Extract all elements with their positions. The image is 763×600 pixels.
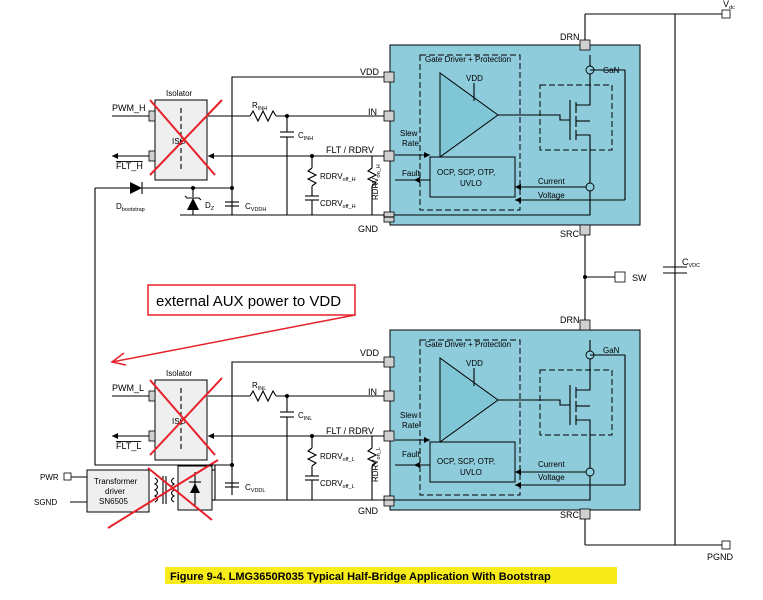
ls-isolator-label: Isolator bbox=[166, 369, 193, 378]
ls-cdrv-off-label: CDRVoff_L bbox=[320, 479, 355, 490]
ls-iso-label: ISO bbox=[172, 417, 186, 426]
ls-pwm-label: PWM_L bbox=[112, 383, 144, 393]
hs-pin-flt: FLT / RDRV bbox=[326, 145, 374, 155]
hs-fault-label: Fault bbox=[402, 169, 421, 178]
pwr-label: PWR bbox=[40, 473, 59, 482]
hs-rin-label: RINH bbox=[252, 101, 267, 112]
hs-dboot-label: Dbootstrap bbox=[116, 202, 145, 213]
callout-text: external AUX power to VDD bbox=[156, 293, 341, 310]
ls-current-label: Current bbox=[538, 460, 565, 469]
hs-pin-drn: DRN bbox=[560, 32, 580, 42]
hs-pin-gnd: GND bbox=[358, 224, 379, 234]
ls-rdrv-off-label: RDRVoff_L bbox=[320, 452, 355, 463]
hs-isolator-label: Isolator bbox=[166, 89, 193, 98]
hs-prot1-label: OCP, SCP, OTP, bbox=[437, 168, 495, 177]
ls-prot2-label: UVLO bbox=[460, 468, 482, 477]
ls-fault-label: Fault bbox=[402, 450, 421, 459]
ls-in-pin bbox=[383, 390, 395, 402]
hs-gan-label: GaN bbox=[603, 66, 620, 75]
ls-isolator-cross bbox=[149, 379, 216, 456]
hs-vdd-inner-label: VDD bbox=[466, 74, 483, 83]
hs-cin-label: CINH bbox=[298, 131, 313, 142]
hs-dz-label: DZ bbox=[205, 201, 215, 212]
ls-src-pin bbox=[579, 508, 591, 520]
ls-flt-pin bbox=[383, 430, 395, 442]
ls-pin-in: IN bbox=[368, 387, 377, 397]
sw-terminal bbox=[614, 271, 626, 283]
hs-pin-vdd: VDD bbox=[360, 67, 380, 77]
hs-in-pin bbox=[383, 110, 395, 122]
ls-vdd-pin bbox=[383, 356, 395, 368]
xfmr-line3: SN6505 bbox=[99, 497, 128, 506]
sgnd-label: SGND bbox=[34, 498, 57, 507]
low-side-device bbox=[389, 329, 641, 511]
transformer-driver bbox=[86, 469, 150, 513]
ls-prot1-label: OCP, SCP, OTP, bbox=[437, 457, 495, 466]
ls-rin-label: RINL bbox=[252, 381, 266, 392]
xfmr-line2: driver bbox=[105, 487, 125, 496]
ls-cvdd-label: CVDDL bbox=[245, 483, 265, 494]
hs-slew-label: Slew bbox=[400, 129, 418, 138]
ls-pin-drn: DRN bbox=[560, 315, 580, 325]
hs-pwm-label: PWM_H bbox=[112, 103, 146, 113]
ls-gate-driver-label: Gate Driver + Protection bbox=[425, 340, 511, 349]
hs-pin-src: SRC bbox=[560, 229, 580, 239]
vdc-label: Vdc bbox=[723, 0, 735, 11]
ls-drn-pin bbox=[579, 319, 591, 331]
hs-isolator-cross bbox=[149, 99, 216, 176]
cvdc-label: CVDC bbox=[682, 257, 700, 269]
hs-gate-driver-label: Gate Driver + Protection bbox=[425, 55, 511, 64]
vdc-terminal bbox=[721, 9, 731, 19]
pgnd-terminal bbox=[721, 540, 731, 550]
hs-drn-pin bbox=[579, 39, 591, 51]
hs-rdrv-on-label: RDRVon_H bbox=[371, 164, 382, 200]
xfmr-line1: Transformer bbox=[94, 477, 138, 486]
ls-pin-gnd: GND bbox=[358, 506, 379, 516]
hs-voltage-label: Voltage bbox=[538, 191, 565, 200]
ls-slew-label: Slew bbox=[400, 411, 418, 420]
hs-cvdd-label: CVDDH bbox=[245, 202, 266, 213]
hs-src-pin bbox=[579, 224, 591, 236]
ls-flt-label: FLT_L bbox=[116, 441, 141, 451]
callout-arrow bbox=[111, 314, 356, 363]
hs-current-label: Current bbox=[538, 177, 565, 186]
callout-box bbox=[147, 284, 356, 316]
hs-prot2-label: UVLO bbox=[460, 179, 482, 188]
hs-rdrv-off-label: RDRVoff_H bbox=[320, 172, 356, 183]
ls-vdd-inner-label: VDD bbox=[466, 359, 483, 368]
figure-caption: Figure 9-4. LMG3650R035 Typical Half-Bri… bbox=[170, 571, 551, 583]
caption-highlight bbox=[165, 567, 617, 584]
hs-flt-label: FLT_H bbox=[116, 161, 143, 171]
ls-voltage-label: Voltage bbox=[538, 473, 565, 482]
hs-rate-label: Rate bbox=[402, 139, 419, 148]
hs-cdrv-off-label: CDRVoff_H bbox=[320, 199, 356, 210]
ls-rate-label: Rate bbox=[402, 421, 419, 430]
pgnd-label: PGND bbox=[707, 552, 734, 562]
ls-gnd-pin bbox=[383, 495, 395, 507]
hs-vdd-pin bbox=[383, 71, 395, 83]
ls-pin-src: SRC bbox=[560, 510, 580, 520]
hs-flt-pin bbox=[383, 150, 395, 162]
ls-gan-label: GaN bbox=[603, 346, 620, 355]
hs-pin-in: IN bbox=[368, 107, 377, 117]
ls-pin-flt: FLT / RDRV bbox=[326, 426, 374, 436]
ls-rdrv-on-label: RDRVon_L bbox=[371, 447, 382, 482]
ls-pin-vdd: VDD bbox=[360, 348, 380, 358]
transformer-cross bbox=[107, 459, 219, 529]
ls-cin-label: CINL bbox=[298, 411, 312, 422]
sw-label: SW bbox=[632, 273, 647, 283]
hs-iso-label: ISO bbox=[172, 137, 186, 146]
